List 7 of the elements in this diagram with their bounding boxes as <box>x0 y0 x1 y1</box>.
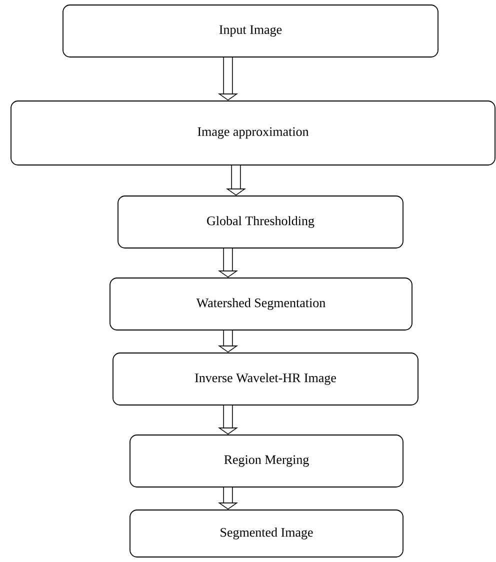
process-box: Inverse Wavelet-HR Image <box>112 352 418 406</box>
process-box: Watershed Segmentation <box>110 278 412 330</box>
process-box: Region Merging <box>130 434 404 488</box>
process-box: Segmented Image <box>130 510 404 558</box>
process-box: Image approximation <box>10 100 496 166</box>
process-box: Global Thresholding <box>118 196 404 248</box>
process-box: Input Image <box>62 4 438 58</box>
